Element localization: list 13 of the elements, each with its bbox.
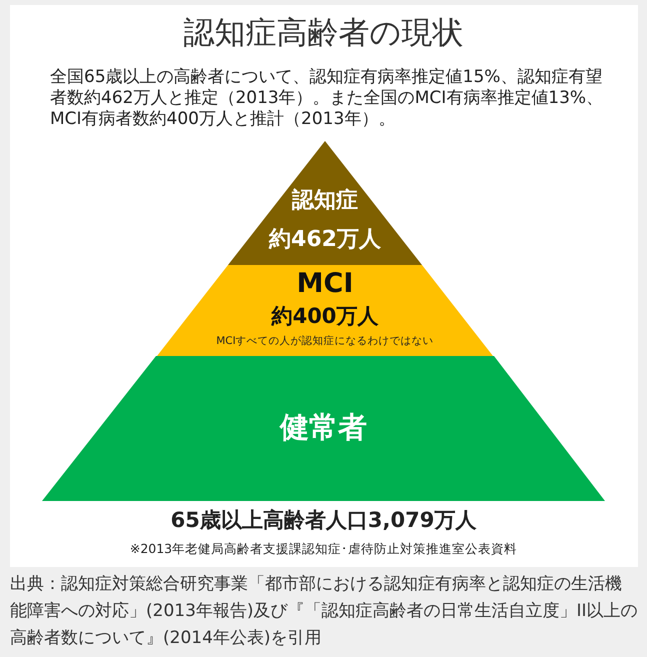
title: 認知症高齢者の現状 [184,15,464,52]
pyramid-tier [228,141,422,265]
tier-count: 約462万人 [269,227,381,254]
tier-count: 約400万人 [272,304,378,330]
total-population: 65歳以上高齢者人口3,079万人 [170,508,476,534]
caption: 出典：認知症対策総合研究事業「都市部における認知症有病率と認知症の生活機能障害への対応」(2013年報告)及び『「認知症高齢者の日常生活自立度」II以上の高齢者数について』(2014年公表)を引用 [10,573,638,650]
tier-heading: MCI [296,268,354,300]
source-note: ※2013年老健局高齢者支援課認知症･虐待防止対策推進室公表資料 [130,541,518,556]
pyramid-tier [42,356,605,501]
intro-text: 全国65歳以上の高齢者について、認知症有病率推定値15%、認知症有望者数約462万人と推定（2013年）。また全国のMCI有病率推定値13%、MCI有病者数約400万人と推計（2013年）。 [50,67,604,130]
tier-heading: 健常者 [280,410,367,445]
tier-heading: 認知症 [292,188,358,214]
tier-note: MCIすべての人が認知症になるわけではない [216,335,434,348]
